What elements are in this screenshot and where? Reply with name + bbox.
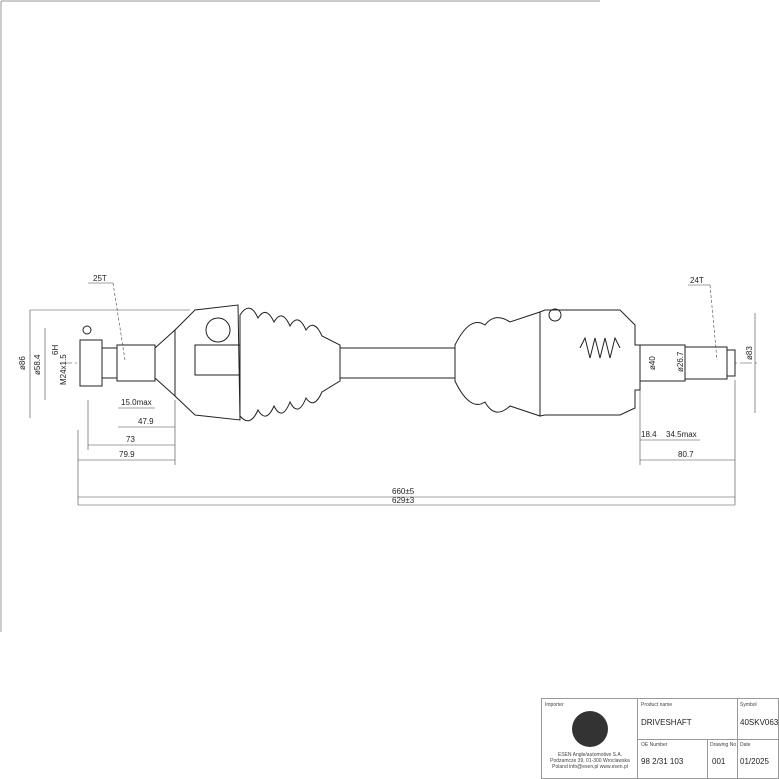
right-boot — [454, 311, 541, 417]
dim-79-9: 79.9 — [119, 450, 135, 459]
title-block: Importer ESEN Angle/automotive S.A. Podz… — [541, 698, 779, 779]
oe-label: OE Number — [641, 742, 668, 748]
left-boot — [239, 307, 341, 422]
oe-number: 98 2/31 103 — [641, 757, 684, 766]
left-stub — [79, 325, 176, 398]
date-label: Date — [740, 742, 751, 748]
left-cv-joint — [174, 304, 241, 421]
product-name: DRIVESHAFT — [641, 718, 692, 727]
drawing-no: 001 — [712, 757, 726, 766]
dim-15max: 15.0max — [121, 398, 152, 407]
dim-47-9: 47.9 — [138, 417, 154, 426]
symbol-value: 40SKV063 — [740, 718, 779, 727]
dim-overall-660: 660±5 — [392, 487, 415, 496]
dim-73: 73 — [126, 435, 135, 444]
dim-dia-83: ø83 — [745, 346, 754, 360]
dim-thread-tol: 6H — [51, 345, 60, 355]
dim-dia-58: ø58.4 — [33, 354, 42, 375]
importer-logo — [572, 711, 608, 747]
importer-address: ESEN Angle/automotive S.A. Podzamcze 39,… — [550, 752, 630, 770]
dim-dia-26: ø26.7 — [676, 351, 685, 372]
right-spline-label: 24T — [690, 276, 704, 285]
left-dimension-lines — [77, 380, 736, 506]
dim-thread: M24x1.5 — [59, 354, 68, 385]
dim-dia-86: ø86 — [18, 356, 27, 370]
dim-80-7: 80.7 — [678, 450, 694, 459]
dim-overall-629: 629±3 — [392, 496, 415, 505]
left-spline-label: 25T — [93, 274, 107, 283]
right-tripod-joint — [539, 308, 641, 417]
dim-34-5max: 34.5max — [666, 430, 697, 439]
symbol-label: Symbol — [740, 702, 757, 708]
dim-18-4: 18.4 — [641, 430, 657, 439]
drawing-no-label: Drawing No — [710, 742, 737, 748]
product-name-label: Product name — [641, 702, 673, 708]
importer-label: Importer — [545, 702, 564, 708]
dim-dia-40: ø40 — [648, 356, 657, 370]
right-stub — [639, 344, 736, 382]
date-value: 01/2025 — [740, 757, 769, 766]
shaft — [339, 347, 456, 379]
